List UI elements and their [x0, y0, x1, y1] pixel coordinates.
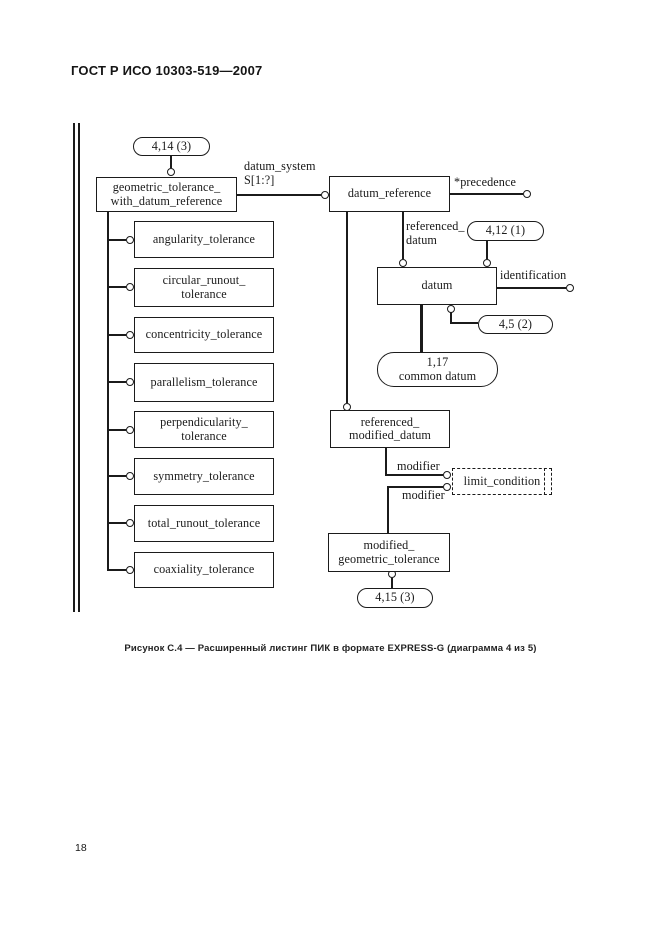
entity-circular-runout-tolerance: circular_runout_ tolerance: [134, 268, 274, 307]
edge-label-identification: identification: [500, 268, 567, 282]
open-circle-icon: [399, 259, 407, 267]
open-circle-icon: [126, 566, 134, 574]
edge-label-modifier-lower: modifier: [402, 488, 445, 502]
subtype-branch: [107, 475, 126, 477]
edge-modifier1-v: [385, 448, 387, 475]
pageref-4-5-2: 4,5 (2): [478, 315, 553, 334]
open-circle-icon: [126, 378, 134, 386]
edge-mgt-to-ref415: [391, 578, 393, 588]
entity-total-runout-tolerance: total_runout_tolerance: [134, 505, 274, 542]
edge-ref412-to-datum: [486, 241, 488, 259]
subtype-branch: [107, 286, 126, 288]
edge-modifier2-h: [387, 486, 443, 488]
open-circle-icon: [321, 191, 329, 199]
open-circle-icon: [523, 190, 531, 198]
pageref-1-17-common-datum: 1,17 common datum: [377, 352, 498, 387]
open-circle-icon: [483, 259, 491, 267]
page-header: ГОСТ Р ИСО 10303-519—2007: [71, 63, 263, 78]
diagram-border-bar: [78, 123, 80, 612]
open-circle-icon: [566, 284, 574, 292]
subtype-branch: [107, 569, 126, 571]
subtype-trunk: [107, 212, 109, 570]
entity-modified-geometric-tolerance: modified_ geometric_tolerance: [328, 533, 450, 572]
edge-label-referenced-datum: referenced_ datum: [406, 219, 465, 247]
pageref-4-12-1: 4,12 (1): [467, 221, 544, 241]
pageref-4-15-3: 4,15 (3): [357, 588, 433, 608]
entity-parallelism-tolerance: parallelism_tolerance: [134, 363, 274, 402]
edge-label-precedence: *precedence: [454, 175, 516, 189]
page-number: 18: [75, 842, 87, 854]
edge-referenced-datum: [402, 212, 404, 259]
diagram-border-bar: [73, 123, 75, 612]
subtype-branch: [107, 429, 126, 431]
entity-symmetry-tolerance: symmetry_tolerance: [134, 458, 274, 495]
entity-geometric-tolerance-with-datum-reference: geometric_tolerance_ with_datum_referenc…: [96, 177, 237, 212]
entity-limit-condition: limit_condition: [452, 468, 552, 495]
entity-concentricity-tolerance: concentricity_tolerance: [134, 317, 274, 353]
entity-datum: datum: [377, 267, 497, 305]
open-circle-icon: [167, 168, 175, 176]
edge-datum-to-common-datum: [420, 305, 423, 352]
edge-identification: [497, 287, 566, 289]
open-circle-icon: [126, 519, 134, 527]
entity-datum-reference: datum_reference: [329, 176, 450, 212]
edge-label-datum-system: datum_system S[1:?]: [244, 159, 316, 187]
entity-angularity-tolerance: angularity_tolerance: [134, 221, 274, 258]
subtype-branch: [107, 239, 126, 241]
edge-modifier1-h: [385, 474, 443, 476]
subtype-branch: [107, 381, 126, 383]
select-type-divider: [544, 468, 545, 495]
entity-referenced-modified-datum: referenced_ modified_datum: [330, 410, 450, 448]
entity-coaxiality-tolerance: coaxiality_tolerance: [134, 552, 274, 588]
open-circle-icon: [443, 471, 451, 479]
open-circle-icon: [126, 331, 134, 339]
subtype-branch: [107, 334, 126, 336]
edge-datum-system: [237, 194, 321, 196]
entity-perpendicularity-tolerance: perpendicularity_ tolerance: [134, 411, 274, 448]
open-circle-icon: [126, 472, 134, 480]
figure-caption: Рисунок С.4 — Расширенный листинг ПИК в …: [124, 643, 537, 654]
subtype-branch: [107, 522, 126, 524]
edge-datumref-to-refmodified: [346, 212, 348, 403]
open-circle-icon: [126, 236, 134, 244]
edge-ref414-to-gtwdr: [170, 156, 172, 168]
open-circle-icon: [126, 426, 134, 434]
edge-label-modifier-upper: modifier: [397, 459, 440, 473]
edge-datum-to-ref45-v: [450, 312, 452, 323]
pageref-4-14-3: 4,14 (3): [133, 137, 210, 156]
open-circle-icon: [126, 283, 134, 291]
open-circle-icon: [447, 305, 455, 313]
edge-modifier2-v: [387, 487, 389, 533]
edge-datum-to-ref45-h: [450, 322, 478, 324]
edge-precedence: [450, 193, 523, 195]
open-circle-icon: [443, 483, 451, 491]
